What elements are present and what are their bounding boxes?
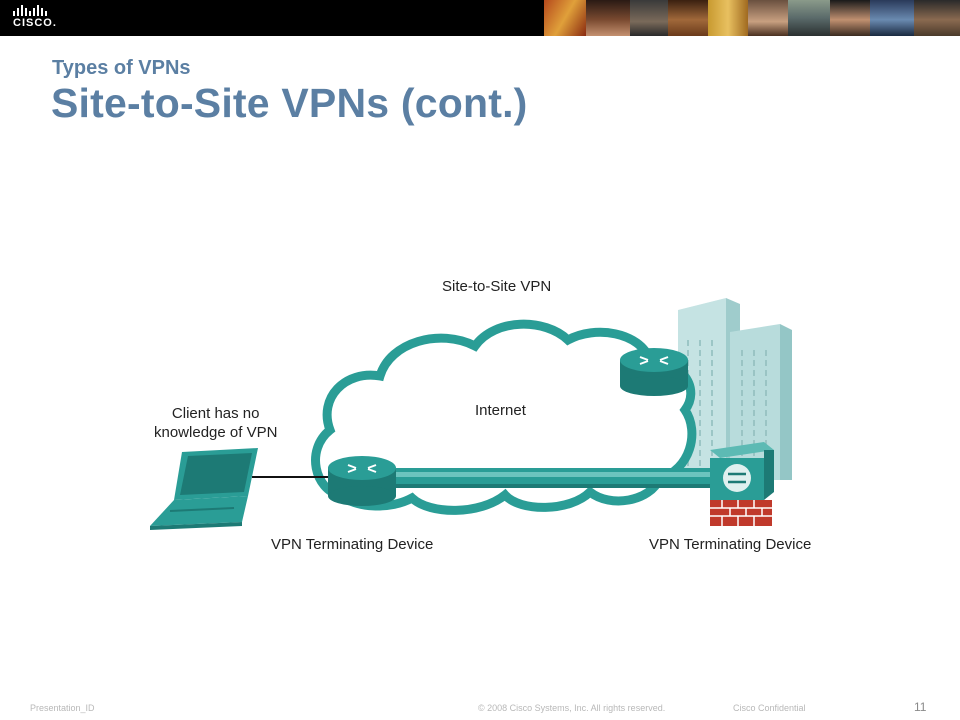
header-bar: CISCO. [0, 0, 960, 36]
photo-icon [668, 0, 708, 36]
photo-icon [586, 0, 630, 36]
slide-title: Site-to-Site VPNs (cont.) [51, 80, 528, 126]
firewall-icon [710, 442, 774, 526]
page-number: 11 [914, 700, 927, 714]
laptop-icon [150, 448, 258, 530]
photo-icon [708, 0, 748, 36]
internet-label: Internet [475, 402, 526, 419]
logo-text: CISCO. [13, 17, 57, 29]
photo-icon [914, 0, 960, 36]
cloud-label: Site-to-Site VPN [442, 278, 552, 295]
client-label-line1: Client has no [171, 405, 260, 422]
photo-icon [830, 0, 870, 36]
photo-icon [788, 0, 830, 36]
slide-subtitle: Types of VPNs [52, 57, 191, 79]
router-icon [620, 348, 688, 396]
footer-presentation-id: Presentation_ID [30, 703, 95, 713]
vpn-tunnel [368, 468, 730, 488]
photo-icon [748, 0, 788, 36]
vpn-diagram: Site-to-Site VPN Internet Client has no … [140, 270, 840, 570]
client-label: Client has no knowledge of VPN [154, 404, 277, 442]
client-label-line2: knowledge of VPN [154, 424, 278, 441]
photo-icon [630, 0, 668, 36]
photo-icon [544, 0, 586, 36]
footer-confidential: Cisco Confidential [733, 703, 806, 713]
left-device-label: VPN Terminating Device [271, 536, 434, 553]
footer-copyright: © 2008 Cisco Systems, Inc. All rights re… [478, 703, 666, 713]
router-icon [328, 456, 396, 506]
cisco-logo: CISCO. [12, 5, 56, 31]
photo-icon [870, 0, 914, 36]
header-photo-strip [544, 0, 960, 36]
right-device-label: VPN Terminating Device [649, 536, 812, 553]
cisco-logo-bars-icon [13, 5, 47, 16]
